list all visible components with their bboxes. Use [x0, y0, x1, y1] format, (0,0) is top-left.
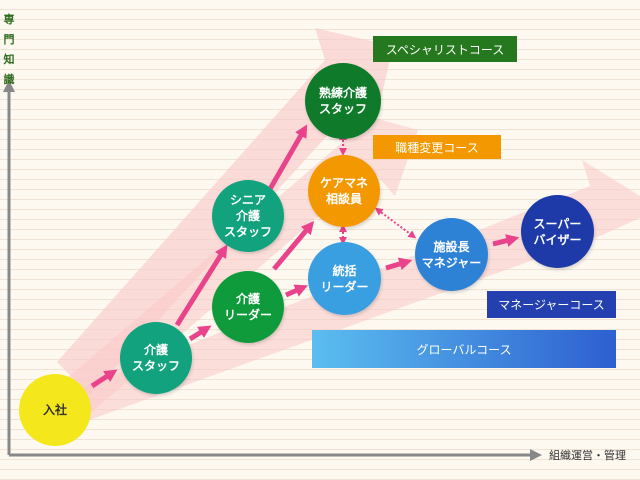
node-shisetsu-manager: 施設長 マネジャー — [415, 218, 488, 291]
course-specialist: スペシャリストコース — [373, 36, 517, 62]
x-axis-arrowhead — [530, 449, 542, 461]
arrow-leader-to-tokatsu — [284, 284, 308, 298]
node-kaigo-leader: 介護 リーダー — [212, 271, 284, 343]
arrow-tokatsu-to-shisetsu — [385, 257, 413, 271]
arrow-shisetsu-to-supervisor — [492, 234, 520, 247]
arrow-kaigo-staff-to-leader — [188, 325, 212, 342]
node-supervisor: スーパー バイザー — [521, 195, 594, 268]
node-jukuren-kaigo-staff: 熟練介護 スタッフ — [305, 63, 381, 139]
arrow-nyusha-to-kaigo-staff — [90, 369, 118, 389]
node-caremane-soudanin: ケアマネ 相談員 — [308, 155, 380, 227]
course-manager: マネージャーコース — [487, 291, 616, 318]
course-shokushu-henko: 職種変更コース — [373, 135, 501, 159]
arrow-leader-to-caremane — [272, 221, 315, 271]
dotted-arrow-caremane-shisetsu — [374, 207, 417, 239]
course-global: グローバルコース — [312, 330, 616, 368]
node-tokatsu-leader: 統括 リーダー — [308, 242, 381, 315]
node-kaigo-staff: 介護 スタッフ — [120, 322, 192, 394]
node-senior-kaigo-staff: シニア 介護 スタッフ — [212, 180, 284, 252]
y-axis-arrowhead — [3, 80, 15, 92]
arrow-kaigo-staff-to-senior — [174, 244, 228, 327]
node-nyusha: 入社 — [19, 374, 91, 446]
arrow-senior-to-jukuren — [267, 124, 308, 191]
y-axis-label: 専門知識 — [3, 13, 15, 86]
x-axis-label: 組織運営・管理 — [549, 449, 626, 462]
